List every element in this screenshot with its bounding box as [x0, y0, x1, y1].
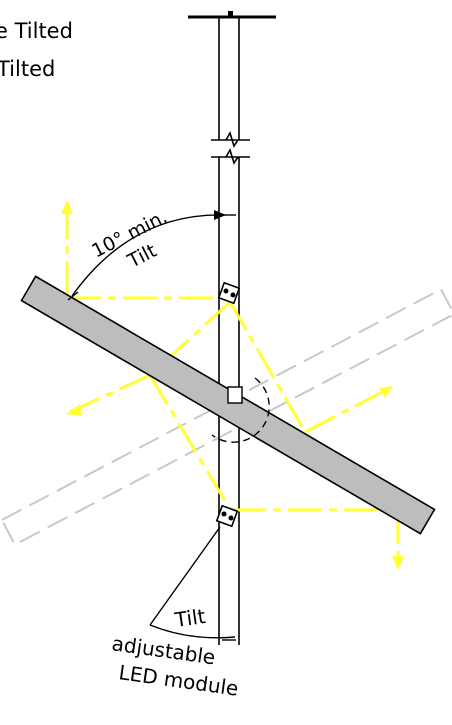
- light-ray-arrowheads: [61, 200, 404, 570]
- module-note-line-2: LED module: [117, 660, 240, 701]
- ceiling-canopy: [188, 11, 276, 19]
- legend-line-1: e Tilted: [0, 19, 73, 43]
- pivot-tilt-arc: [211, 377, 270, 443]
- legend-line-2: Tilted: [0, 57, 55, 81]
- tilt-dimension: [67, 214, 236, 301]
- dimension-arrowhead: [214, 210, 226, 220]
- suspension-rod: [211, 17, 250, 645]
- led-module-lower: [215, 504, 239, 528]
- module-leader: [149, 526, 236, 641]
- led-module-upper: [217, 281, 241, 305]
- module-tilt-label: Tilt: [172, 604, 207, 632]
- light-ray-lines: [65, 205, 400, 565]
- pivot-bracket: [227, 386, 243, 404]
